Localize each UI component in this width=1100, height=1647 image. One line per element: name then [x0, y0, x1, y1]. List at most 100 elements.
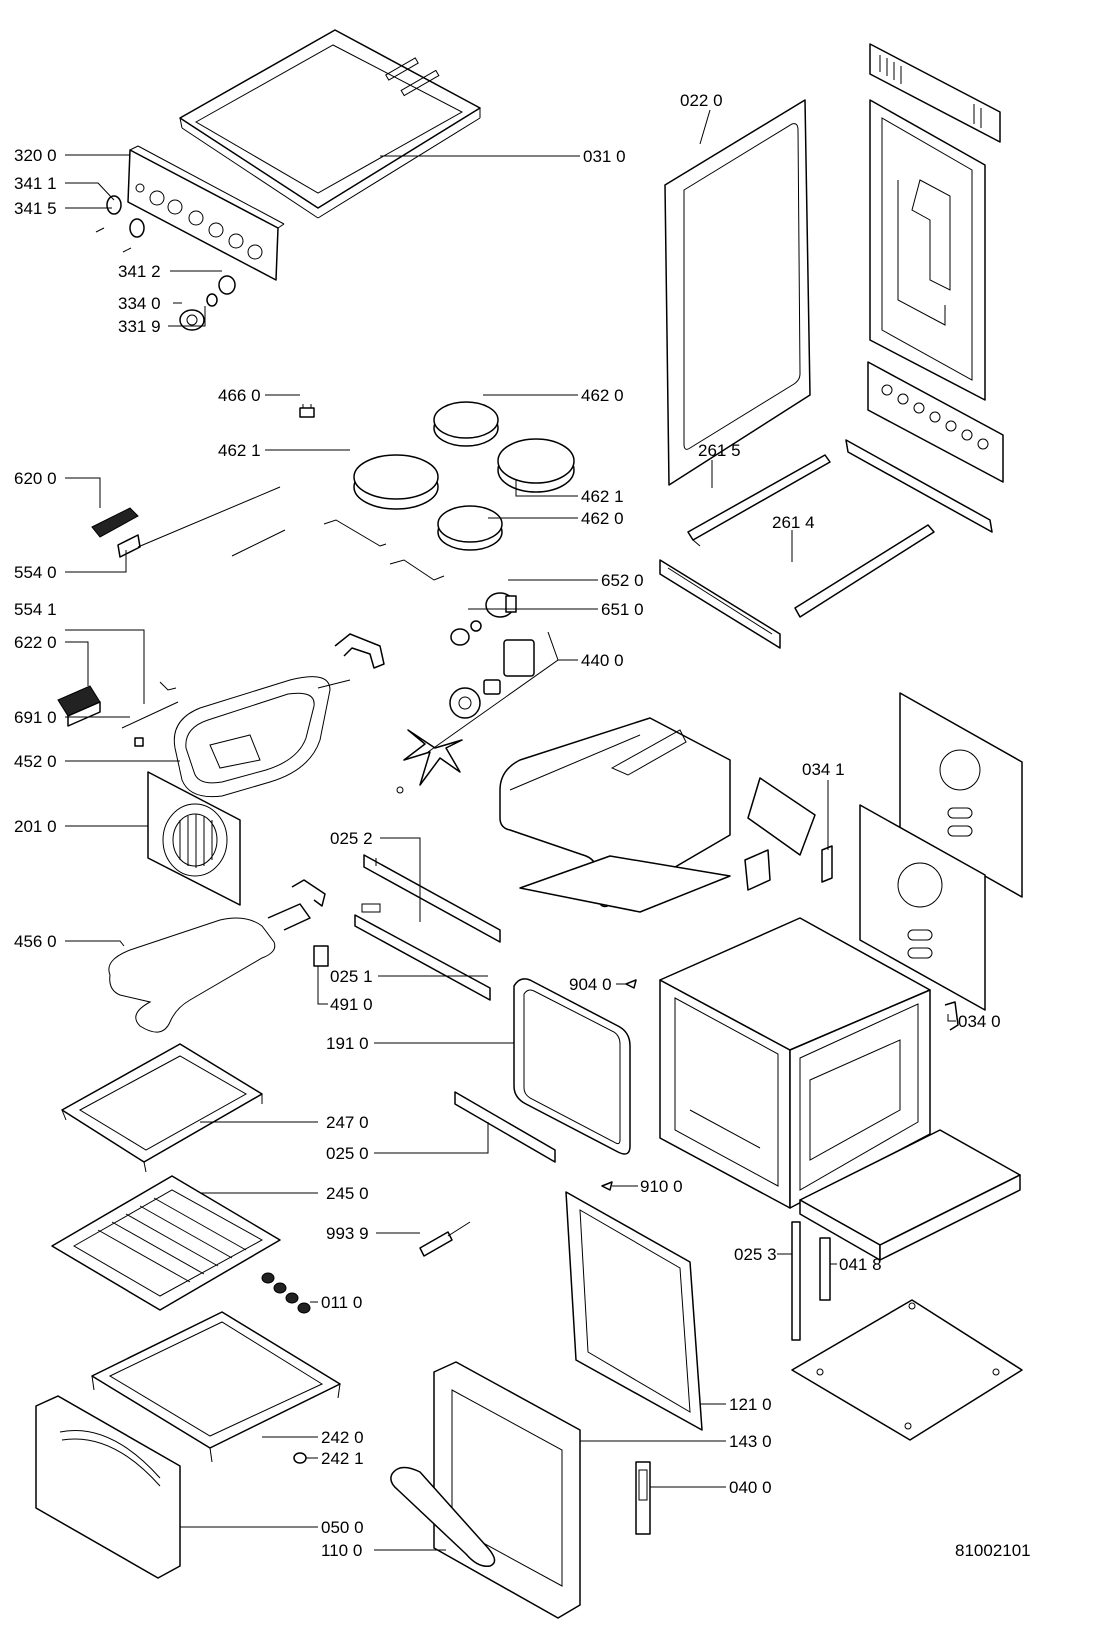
label-025-0: 025 0 — [326, 1144, 369, 1163]
part-hotplate-462-1-right — [497, 438, 575, 493]
label-110-0: 110 0 — [321, 1541, 362, 1560]
part-grill-bracket — [334, 633, 385, 669]
part-hotplate-462-0-bottom — [437, 505, 503, 551]
label-242-0: 242 0 — [321, 1428, 364, 1447]
label-904-0: 904 0 — [569, 975, 612, 994]
part-hotplate-462-1-left — [353, 454, 439, 510]
label-462-1-right: 462 1 — [581, 487, 624, 506]
label-191-0: 191 0 — [326, 1034, 369, 1053]
label-034-1: 034 1 — [802, 760, 845, 779]
part-lamp-652 — [450, 592, 517, 646]
part-baking-tray-247 — [61, 1043, 263, 1173]
part-screw-910 — [601, 1181, 613, 1191]
part-wire-554-1 — [121, 681, 179, 729]
part-bracket-491 — [291, 879, 329, 967]
label-121-0: 121 0 — [729, 1395, 772, 1414]
part-door-seal-191 — [513, 978, 631, 1155]
label-440-0: 440 0 — [581, 651, 624, 670]
label-025-2: 025 2 — [330, 829, 373, 848]
part-inner-door-121 — [565, 1191, 703, 1431]
leader-lines — [65, 109, 956, 1551]
label-331-9: 331 9 — [118, 317, 161, 336]
part-rail-261-5 — [687, 454, 831, 547]
label-622-0: 622 0 — [14, 633, 57, 652]
part-bracket-025-0 — [454, 1091, 556, 1163]
label-242-1: 242 1 — [321, 1449, 364, 1468]
part-hinge-041-8 — [819, 1237, 831, 1301]
part-clip-691 — [134, 737, 144, 747]
part-back-upper-bracket — [869, 43, 1001, 143]
part-base-plate — [791, 1299, 1023, 1441]
part-fan-cover-201 — [147, 771, 241, 906]
part-bottom-tray — [799, 1129, 1021, 1261]
label-993-9: 993 9 — [326, 1224, 369, 1243]
part-tool-993 — [419, 1221, 471, 1257]
label-491-0: 491 0 — [330, 995, 373, 1014]
label-691-0: 691 0 — [14, 708, 57, 727]
part-labels: 031 0 320 0 341 1 341 5 341 2 334 0 331 … — [14, 91, 1031, 1560]
label-034-0: 034 0 — [958, 1012, 1001, 1031]
part-knobs-011 — [261, 1272, 311, 1314]
part-bracket-025-2 — [363, 854, 501, 943]
label-041-8: 041 8 — [839, 1255, 882, 1274]
label-466-0: 466 0 — [218, 386, 261, 405]
part-insulation-panel-front — [859, 804, 986, 1011]
label-341-5: 341 5 — [14, 199, 57, 218]
part-fan-motor-440 — [396, 639, 535, 794]
label-025-3: 025 3 — [734, 1245, 777, 1264]
part-oven-cavity — [659, 917, 931, 1209]
label-011-0: 011 0 — [321, 1293, 362, 1312]
part-hinge-034-0 — [944, 1001, 959, 1031]
label-456-0: 456 0 — [14, 932, 57, 951]
part-oven-liner — [499, 717, 731, 913]
part-back-lower-bracket — [845, 361, 1004, 533]
label-452-0: 452 0 — [14, 752, 57, 771]
label-261-4: 261 4 — [772, 513, 815, 532]
label-620-0: 620 0 — [14, 469, 57, 488]
label-651-0: 651 0 — [601, 600, 644, 619]
label-462-0-top: 462 0 — [581, 386, 624, 405]
part-knob-rings-341 — [95, 195, 236, 295]
part-switch-620 — [91, 486, 286, 558]
part-back-panel — [869, 99, 986, 401]
part-insulation-panel-back — [899, 692, 1023, 898]
label-341-2: 341 2 — [118, 262, 161, 281]
label-245-0: 245 0 — [326, 1184, 369, 1203]
part-control-panel — [127, 145, 285, 281]
part-rail-261-4 — [794, 524, 935, 618]
label-341-1: 341 1 — [14, 174, 57, 193]
label-050-0: 050 0 — [321, 1518, 364, 1537]
label-040-0: 040 0 — [729, 1478, 772, 1497]
label-462-1-left: 462 1 — [218, 441, 261, 460]
label-025-1: 025 1 — [330, 967, 373, 986]
part-drawer-tray-242 — [91, 1311, 341, 1463]
part-cooktop-top — [179, 29, 481, 219]
part-screw-904 — [625, 979, 637, 989]
diagram-code: 81002101 — [955, 1541, 1031, 1560]
label-031-0: 031 0 — [583, 147, 626, 166]
label-143-0: 143 0 — [729, 1432, 772, 1451]
label-247-0: 247 0 — [326, 1113, 369, 1132]
label-910-0: 910 0 — [640, 1177, 683, 1196]
label-462-0-bottom: 462 0 — [581, 509, 624, 528]
part-side-panel — [664, 99, 811, 486]
label-652-0: 652 0 — [601, 571, 644, 590]
part-rail-front-bottom — [659, 559, 781, 649]
part-hinge-040 — [635, 1461, 651, 1535]
part-oven-rack-245 — [51, 1175, 281, 1311]
part-terminal-622 — [57, 685, 101, 727]
part-drawer-front-050 — [35, 1395, 181, 1579]
part-grill-element-452 — [173, 676, 351, 798]
label-201-0: 201 0 — [14, 817, 57, 836]
label-554-0: 554 0 — [14, 563, 57, 582]
part-connector-466 — [299, 404, 315, 418]
part-knob-334 — [179, 293, 218, 331]
part-hotplate-462-0-top — [433, 401, 499, 447]
label-334-0: 334 0 — [118, 294, 161, 313]
part-bracket-025-1 — [354, 903, 491, 1001]
label-022-0: 022 0 — [680, 91, 723, 110]
label-554-1: 554 1 — [14, 600, 57, 619]
label-261-5: 261 5 — [698, 441, 741, 460]
label-320-0: 320 0 — [14, 146, 57, 165]
